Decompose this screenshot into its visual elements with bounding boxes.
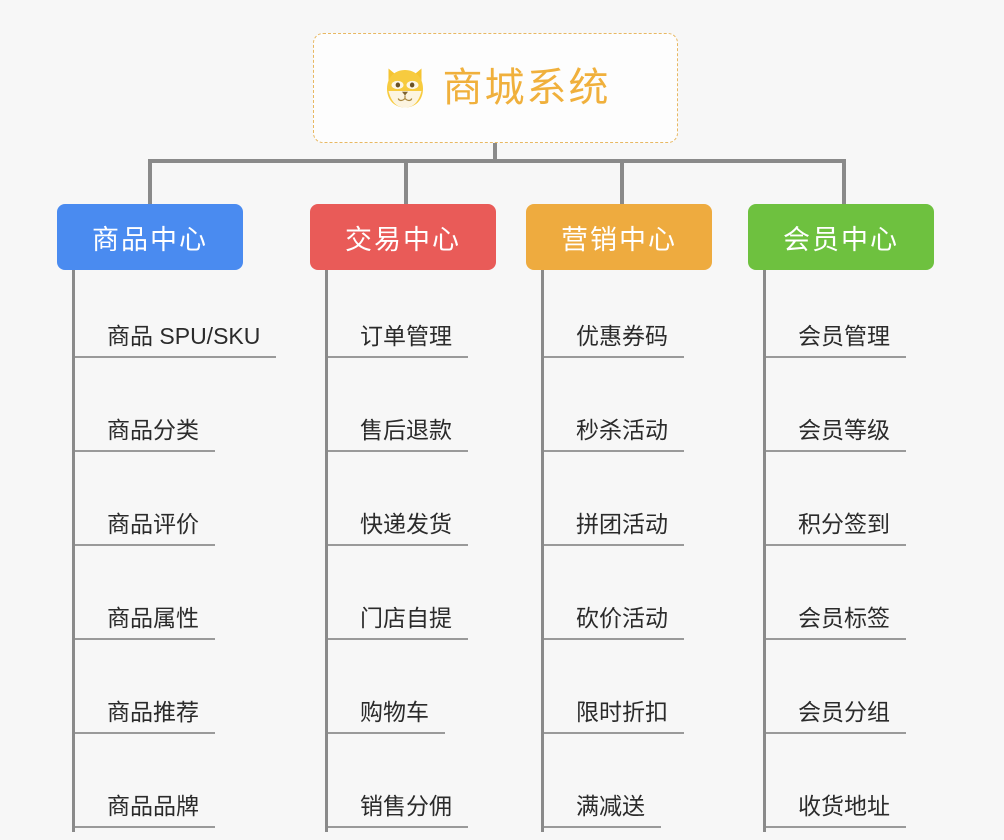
list-item[interactable]: 优惠券码	[544, 292, 712, 362]
list-item[interactable]: 拼团活动	[544, 480, 712, 550]
list-item[interactable]: 订单管理	[328, 292, 496, 362]
branch-column-1: 商品中心 商品 SPU/SKU 商品分类 商品评价 商品属性 商品推荐 商品品牌	[57, 204, 277, 832]
list-item[interactable]: 砍价活动	[544, 574, 712, 644]
branch-header-member[interactable]: 会员中心	[748, 204, 934, 270]
list-item[interactable]: 会员等级	[766, 386, 934, 456]
list-item-label: 会员等级	[766, 419, 906, 452]
list-item-label: 商品分类	[75, 419, 215, 452]
list-item-label: 门店自提	[328, 607, 468, 640]
dog-face-icon	[386, 68, 423, 108]
list-item-label: 收货地址	[766, 795, 906, 828]
list-item-label: 销售分佣	[328, 795, 468, 828]
list-item-label: 商品属性	[75, 607, 215, 640]
list-item-label: 积分签到	[766, 513, 906, 546]
list-item[interactable]: 售后退款	[328, 386, 496, 456]
list-item[interactable]: 秒杀活动	[544, 386, 712, 456]
list-item-label: 商品品牌	[75, 795, 215, 828]
branch-items-product: 商品 SPU/SKU 商品分类 商品评价 商品属性 商品推荐 商品品牌	[72, 270, 277, 832]
connector-horizontal-bus	[148, 159, 846, 163]
branch-header-marketing[interactable]: 营销中心	[526, 204, 712, 270]
list-item-label: 会员分组	[766, 701, 906, 734]
list-item[interactable]: 购物车	[328, 668, 496, 738]
list-item[interactable]: 商品评价	[75, 480, 276, 550]
list-item[interactable]: 商品属性	[75, 574, 276, 644]
list-item-label: 商品 SPU/SKU	[75, 325, 277, 358]
list-item-label: 购物车	[328, 701, 445, 734]
list-item-label: 满减送	[544, 795, 661, 828]
root-title: 商城系统	[442, 66, 611, 110]
list-item[interactable]: 会员管理	[766, 292, 934, 362]
list-item[interactable]: 门店自提	[328, 574, 496, 644]
branch-items-marketing: 优惠券码 秒杀活动 拼团活动 砍价活动 限时折扣 满减送	[541, 270, 712, 832]
list-item[interactable]: 商品品牌	[75, 762, 276, 832]
list-item[interactable]: 快递发货	[328, 480, 496, 550]
list-item-label: 限时折扣	[544, 701, 684, 734]
list-item-label: 订单管理	[328, 325, 468, 358]
list-item-label: 优惠券码	[544, 325, 684, 358]
connector-drop-2	[404, 159, 408, 204]
list-item-label: 会员标签	[766, 607, 906, 640]
branch-header-trade[interactable]: 交易中心	[310, 204, 496, 270]
branch-column-2: 交易中心 订单管理 售后退款 快递发货 门店自提 购物车 销售分佣	[310, 204, 496, 832]
list-item-label: 商品评价	[75, 513, 215, 546]
branch-items-member: 会员管理 会员等级 积分签到 会员标签 会员分组 收货地址	[763, 270, 934, 832]
list-item-label: 秒杀活动	[544, 419, 684, 452]
root-node[interactable]: 商城系统	[313, 33, 678, 143]
list-item[interactable]: 满减送	[544, 762, 712, 832]
list-item[interactable]: 会员标签	[766, 574, 934, 644]
connector-root-stem	[493, 143, 497, 161]
connector-drop-1	[148, 159, 152, 204]
branch-header-product[interactable]: 商品中心	[57, 204, 243, 270]
list-item-label: 砍价活动	[544, 607, 684, 640]
branch-column-4: 会员中心 会员管理 会员等级 积分签到 会员标签 会员分组 收货地址	[748, 204, 934, 832]
list-item[interactable]: 积分签到	[766, 480, 934, 550]
branch-column-3: 营销中心 优惠券码 秒杀活动 拼团活动 砍价活动 限时折扣 满减送	[526, 204, 712, 832]
list-item[interactable]: 收货地址	[766, 762, 934, 832]
connector-drop-4	[842, 159, 846, 204]
list-item[interactable]: 商品推荐	[75, 668, 276, 738]
list-item[interactable]: 会员分组	[766, 668, 934, 738]
list-item-label: 售后退款	[328, 419, 468, 452]
connector-drop-3	[620, 159, 624, 204]
list-item[interactable]: 商品分类	[75, 386, 276, 456]
branch-items-trade: 订单管理 售后退款 快递发货 门店自提 购物车 销售分佣	[325, 270, 496, 832]
list-item[interactable]: 销售分佣	[328, 762, 496, 832]
list-item-label: 拼团活动	[544, 513, 684, 546]
list-item-label: 快递发货	[328, 513, 468, 546]
list-item[interactable]: 商品 SPU/SKU	[75, 292, 277, 362]
list-item-label: 会员管理	[766, 325, 906, 358]
list-item-label: 商品推荐	[75, 701, 215, 734]
list-item[interactable]: 限时折扣	[544, 668, 712, 738]
